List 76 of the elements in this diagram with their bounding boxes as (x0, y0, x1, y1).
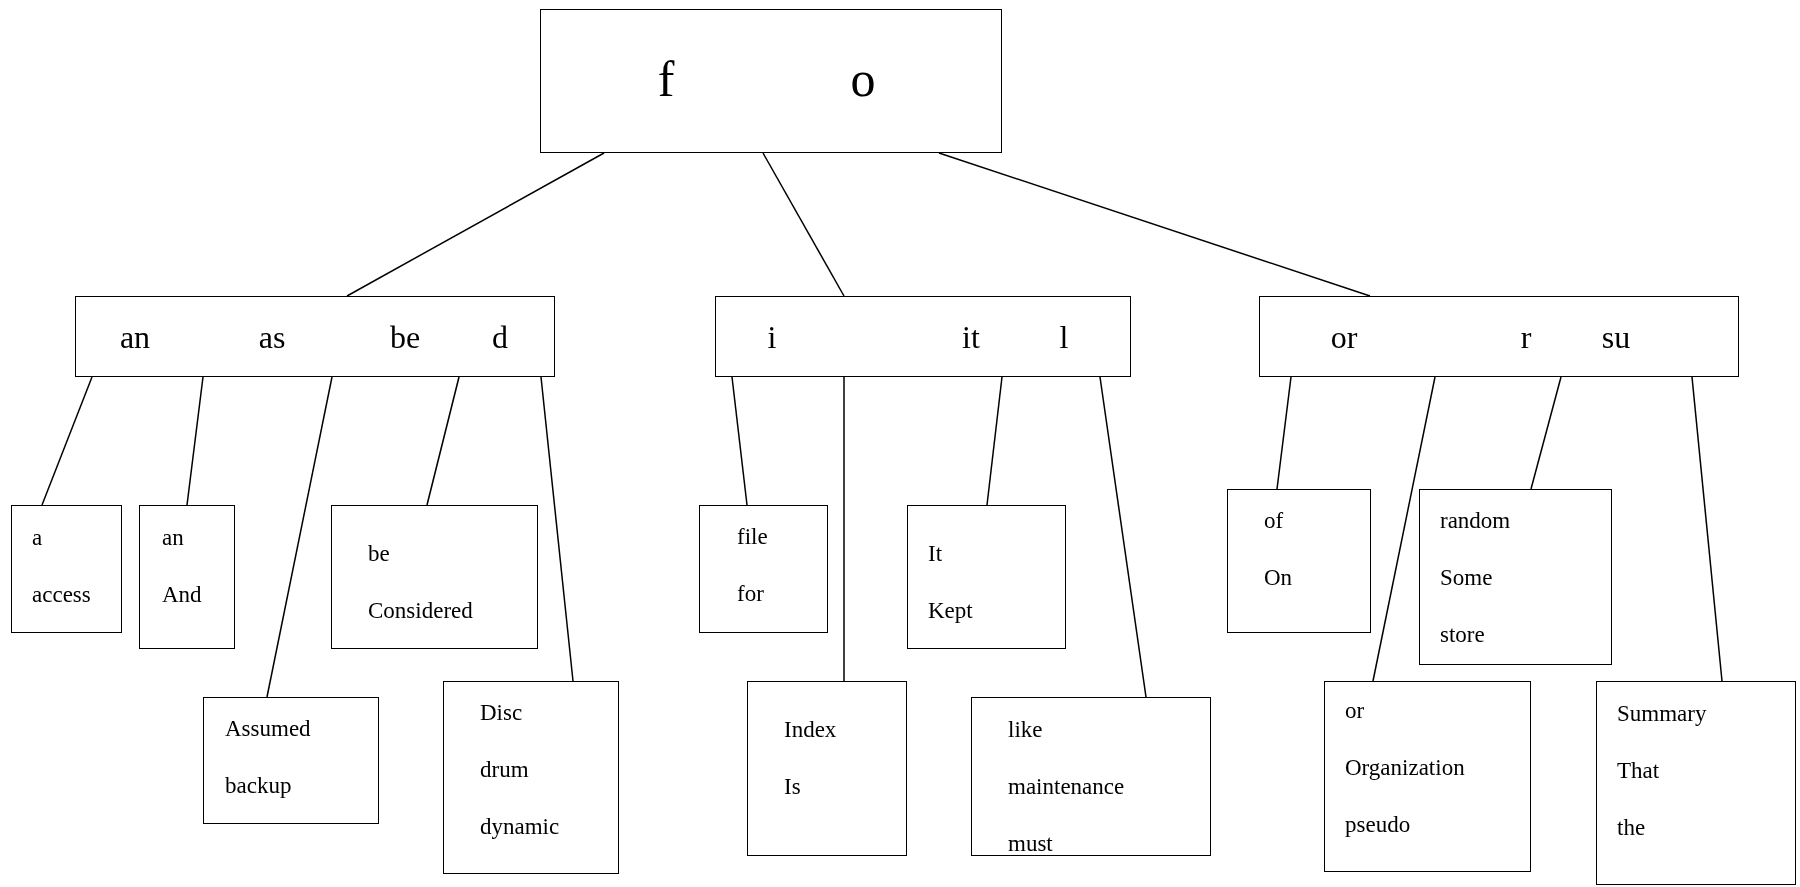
record-text: of (1264, 507, 1285, 535)
connector-line (762, 152, 845, 297)
key-text: i (767, 321, 777, 353)
record-text: or (1345, 697, 1366, 725)
leaf-node-box (971, 697, 1211, 856)
key-text: as (258, 321, 286, 353)
leaf-node-box (443, 681, 619, 874)
connector-line (266, 376, 333, 698)
record-text: like (1008, 716, 1044, 744)
connector-line (986, 376, 1003, 506)
leaf-node-box (747, 681, 907, 856)
record-text: a (32, 524, 44, 552)
index-node-box (715, 296, 1131, 377)
record-text: It (928, 540, 944, 568)
key-text: l (1059, 321, 1069, 353)
index-node-box (1259, 296, 1739, 377)
key-text: an (119, 321, 151, 353)
record-text: random (1440, 507, 1512, 535)
connector-line (41, 376, 93, 506)
connector-line (186, 376, 204, 506)
record-text: backup (225, 772, 293, 800)
leaf-node-box (1419, 489, 1612, 665)
leaf-node-box (1596, 681, 1796, 885)
leaf-node-box (1324, 681, 1531, 872)
key-text: su (1601, 321, 1631, 353)
connector-line (1099, 376, 1147, 698)
record-text: dynamic (480, 813, 561, 841)
record-text: an (162, 524, 185, 552)
key-text: it (962, 321, 980, 353)
connector-line (843, 376, 845, 682)
key-text: or (1330, 321, 1358, 353)
leaf-node-box (907, 505, 1066, 649)
connector-line (540, 376, 574, 682)
leaf-node-box (139, 505, 235, 649)
leaf-node-box (11, 505, 122, 633)
index-node-box (540, 9, 1002, 153)
key-text: r (1520, 321, 1532, 353)
key-text: o (850, 54, 876, 104)
record-text: That (1617, 757, 1661, 785)
record-text: Kept (928, 597, 974, 625)
record-text: maintenance (1008, 773, 1126, 801)
record-text: access (32, 581, 92, 609)
record-text: for (737, 580, 765, 608)
record-text: store (1440, 621, 1486, 649)
record-text: must (1008, 830, 1054, 858)
connector-line (426, 376, 460, 506)
record-text: Considered (368, 597, 474, 625)
leaf-node-box (699, 505, 828, 633)
record-text: pseudo (1345, 811, 1412, 839)
record-text: On (1264, 564, 1294, 592)
index-node-box (75, 296, 555, 377)
record-text: And (162, 581, 203, 609)
record-text: Index (784, 716, 838, 744)
key-text: f (657, 54, 675, 104)
leaf-node-box (1227, 489, 1371, 633)
record-text: Is (784, 773, 802, 801)
connector-line (938, 152, 1371, 297)
connector-line (1530, 376, 1562, 490)
connector-line (346, 152, 605, 297)
record-text: drum (480, 756, 530, 784)
connector-line (1691, 376, 1723, 682)
key-text: be (389, 321, 421, 353)
leaf-node-box (203, 697, 379, 824)
connector-line (1372, 376, 1436, 682)
key-text: d (492, 321, 508, 353)
record-text: Disc (480, 699, 524, 727)
record-text: Some (1440, 564, 1494, 592)
record-text: Organization (1345, 754, 1466, 782)
record-text: Assumed (225, 715, 312, 743)
connector-line (731, 376, 748, 506)
record-text: the (1617, 814, 1647, 842)
leaf-node-box (331, 505, 538, 649)
record-text: file (737, 523, 769, 551)
record-text: be (368, 540, 391, 568)
record-text: Summary (1617, 700, 1708, 728)
connector-line (1276, 376, 1292, 490)
